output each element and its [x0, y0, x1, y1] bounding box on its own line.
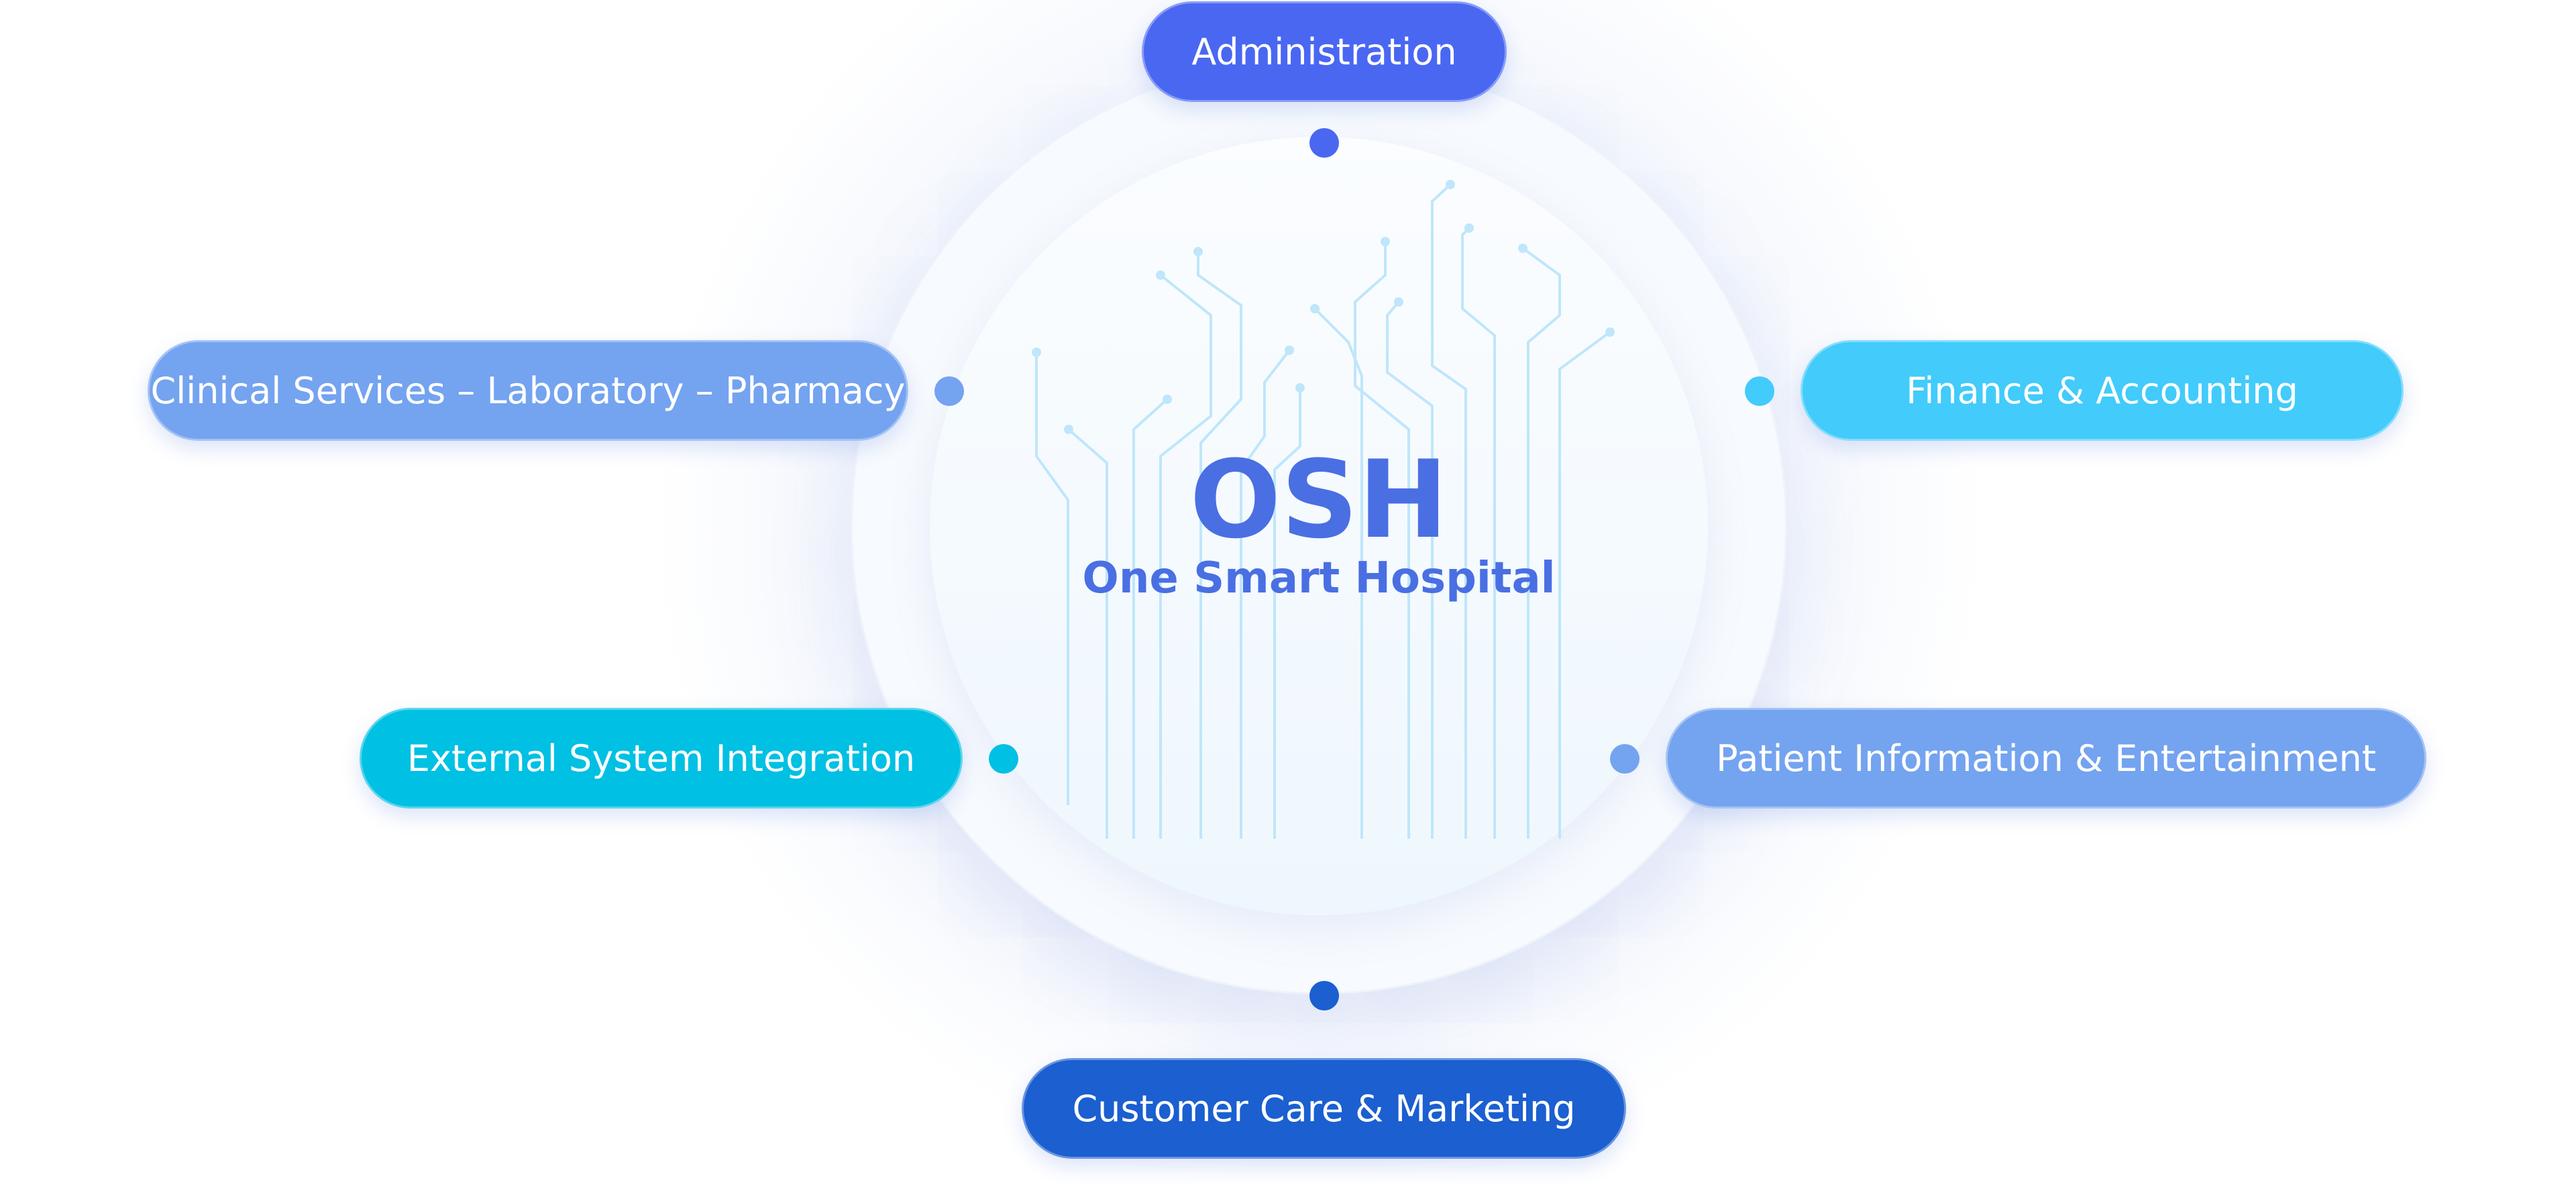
connector-dot-patient: [1610, 744, 1640, 774]
circuit-lines-graphic: [1032, 180, 1615, 839]
inner-circle: [930, 137, 1708, 915]
connector-dot-administration: [1309, 128, 1339, 158]
connector-dot-customer-care: [1309, 981, 1339, 1010]
connector-dot-finance: [1745, 376, 1774, 406]
module-clinical-services[interactable]: Clinical Services – Laboratory – Pharmac…: [148, 340, 908, 441]
module-external-integration[interactable]: External System Integration: [360, 708, 963, 809]
module-customer-care[interactable]: Customer Care & Marketing: [1022, 1058, 1626, 1159]
module-finance-accounting[interactable]: Finance & Accounting: [1801, 340, 2404, 441]
connector-dot-clinical-services: [934, 376, 964, 406]
center-subtitle: One Smart Hospital: [1082, 554, 1556, 603]
module-patient-information[interactable]: Patient Information & Entertainment: [1666, 708, 2426, 809]
module-administration[interactable]: Administration: [1142, 1, 1507, 102]
connector-dot-external: [989, 744, 1018, 774]
center-title: OSH: [1189, 437, 1448, 562]
